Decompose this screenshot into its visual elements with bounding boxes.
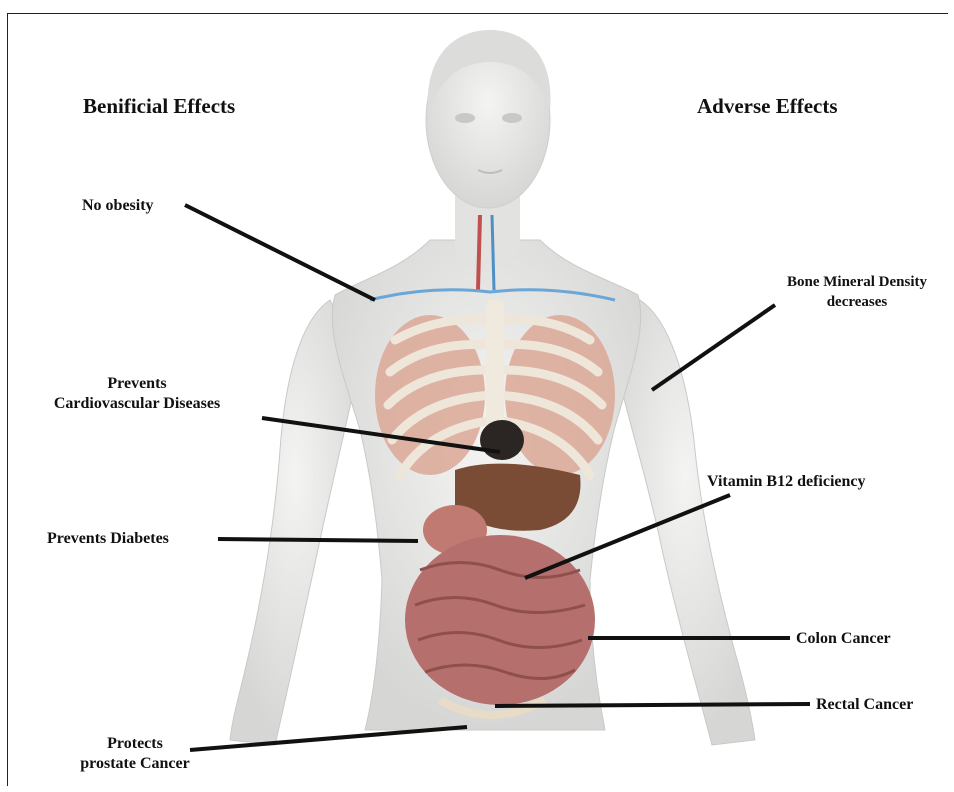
label-bmd-line1: Bone Mineral Density [762,272,952,292]
label-prostate-line1: Protects [50,734,220,754]
label-diabetes: Prevents Diabetes [47,529,169,549]
label-rectal: Rectal Cancer [816,695,913,715]
label-prostate-line2: prostate Cancer [50,754,220,774]
label-prostate: Protects prostate Cancer [50,734,220,774]
leader-diabetes [218,539,418,541]
leader-rectal [495,704,810,706]
beneficial-effects-heading: Benificial Effects [83,94,235,119]
adverse-effects-heading: Adverse Effects [697,94,838,119]
label-colon: Colon Cancer [796,629,891,649]
label-cardio: Prevents Cardiovascular Diseases [12,374,262,414]
label-cardio-line2: Cardiovascular Diseases [12,394,262,414]
label-no-obesity: No obesity [82,196,154,216]
sternum [486,300,504,440]
leader-no-obesity [185,205,375,300]
left-eye [455,113,475,123]
label-bmd-line2: decreases [762,292,952,312]
label-bmd: Bone Mineral Density decreases [762,272,952,312]
neck-artery [478,215,480,290]
neck-vein [492,215,494,290]
heart [480,420,524,460]
label-b12: Vitamin B12 deficiency [707,472,866,492]
right-eye [502,113,522,123]
label-cardio-line1: Prevents [12,374,262,394]
